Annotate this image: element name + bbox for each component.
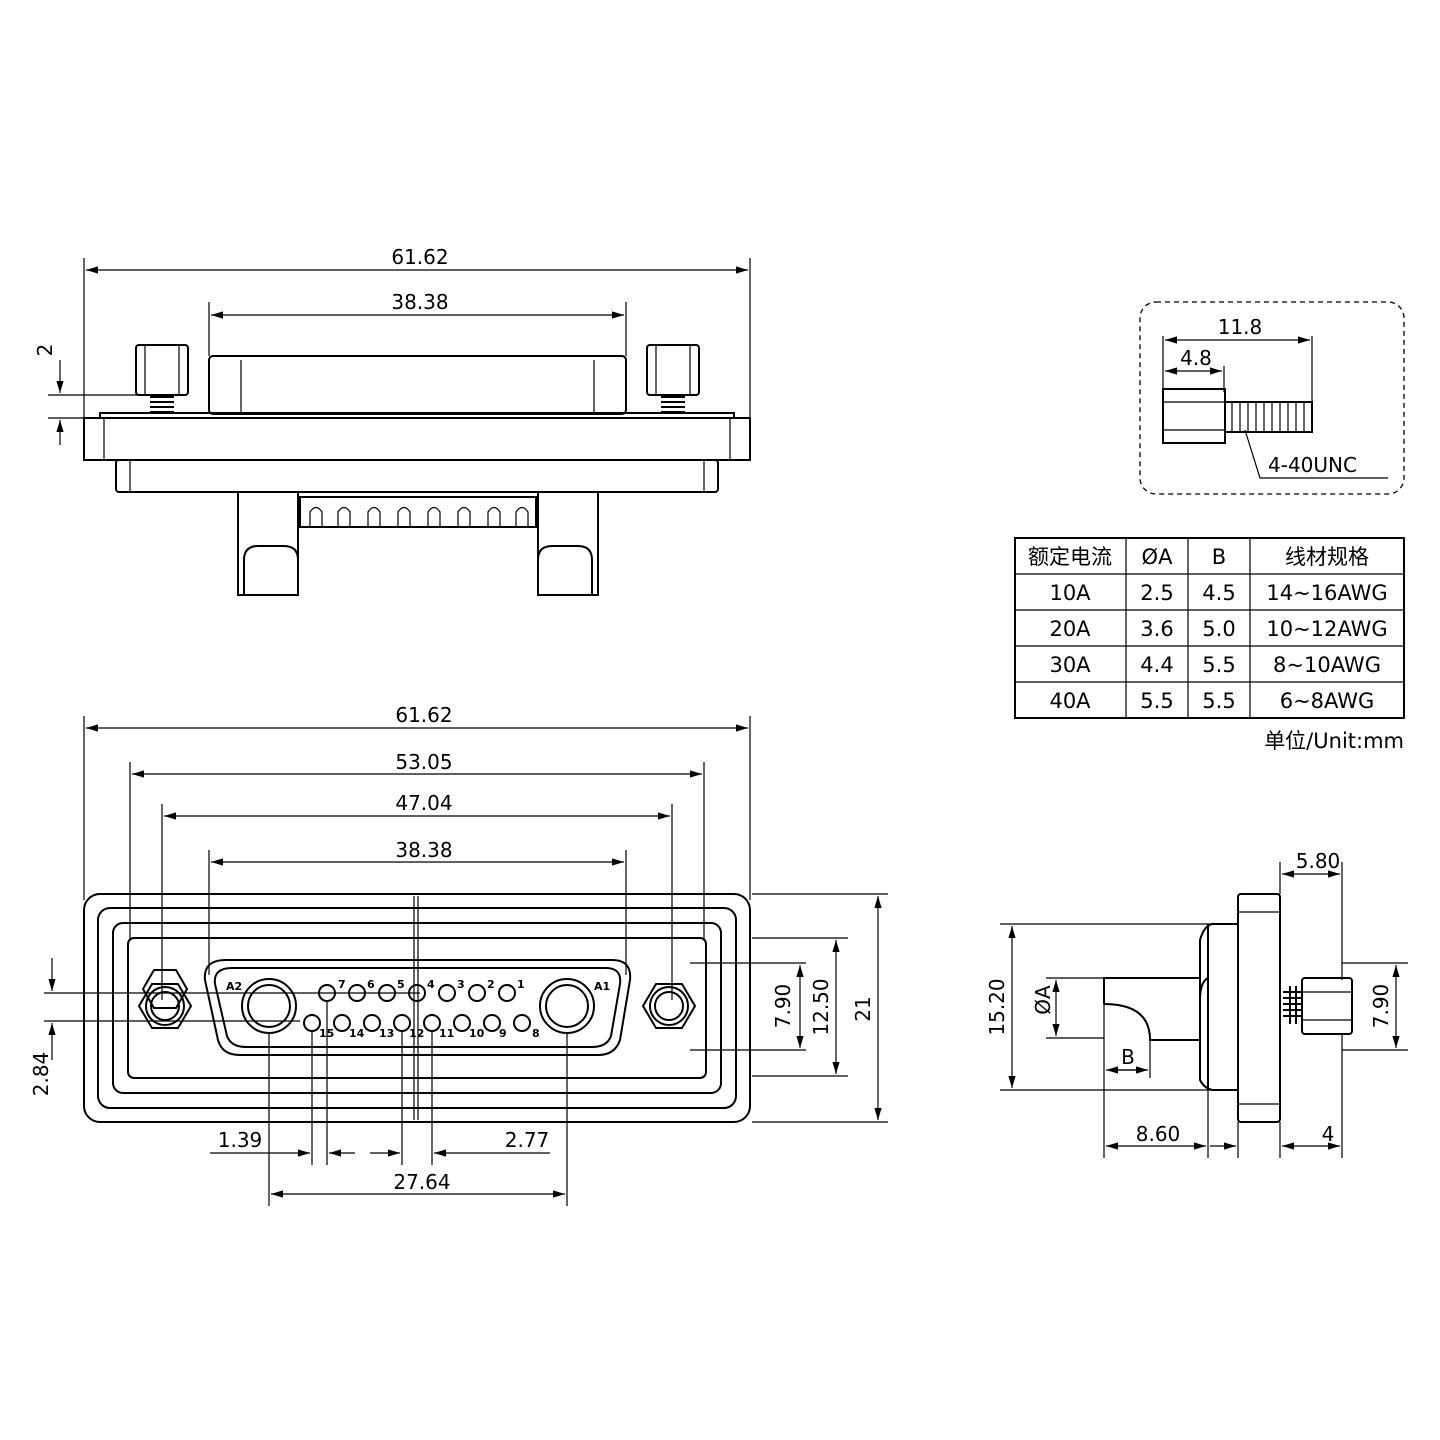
dim-15-20: 15.20 (985, 978, 1009, 1035)
pin-label: 11 (439, 1027, 454, 1040)
pin-label-a2: A2 (226, 980, 242, 993)
dim-b: B (1121, 1045, 1135, 1069)
dim-2-84: 2.84 (29, 1052, 53, 1097)
pin-label: 2 (487, 978, 495, 991)
side-view: 5.80 15.20 ØA 7.90 B 8.60 4 (985, 849, 1408, 1158)
table-cell: 5.5 (1140, 689, 1173, 713)
unit-note: 单位/Unit:mm (1264, 729, 1404, 753)
table-cell: 10A (1049, 581, 1091, 605)
dim-38-38-front: 38.38 (395, 838, 452, 862)
top-view: 61.62 38.38 2 (33, 245, 751, 596)
table-cell: 4.4 (1140, 653, 1173, 677)
table-cell: 20A (1049, 617, 1091, 641)
pin-label-a1: A1 (594, 980, 610, 993)
dim-53-05: 53.05 (395, 750, 452, 774)
dim-8-60: 8.60 (1136, 1122, 1181, 1146)
dim-61-62-top: 61.62 (391, 245, 448, 269)
dim-27-64: 27.64 (393, 1170, 450, 1194)
pin-label: 8 (532, 1027, 540, 1040)
dim-4-8: 4.8 (1180, 346, 1212, 370)
pin-label: 9 (499, 1027, 507, 1040)
pin-label: 6 (367, 978, 375, 991)
pin-label: 3 (457, 978, 465, 991)
table-cell: 8~10AWG (1273, 653, 1381, 677)
table-header-b: B (1212, 545, 1226, 569)
table-cell: 30A (1049, 653, 1091, 677)
dim-12-50: 12.50 (809, 978, 833, 1035)
front-view: 61.62 53.05 47.04 38.38 A2 A1 (29, 703, 888, 1206)
table-cell: 3.6 (1140, 617, 1173, 641)
dim-7-90-front: 7.90 (771, 984, 795, 1029)
table-cell: 4.5 (1202, 581, 1235, 605)
screw-detail: 11.8 4.8 4-40UNC (1139, 301, 1405, 495)
pin-label: 12 (409, 1027, 424, 1040)
dim-5-80: 5.80 (1296, 849, 1341, 873)
table-cell: 14~16AWG (1266, 581, 1387, 605)
dim-61-62-front: 61.62 (395, 703, 452, 727)
dim-21: 21 (851, 996, 875, 1021)
table-cell: 5.5 (1202, 653, 1235, 677)
dim-2-top: 2 (33, 344, 57, 357)
table-cell: 5.5 (1202, 689, 1235, 713)
thread-label: 4-40UNC (1268, 453, 1357, 477)
pin-label: 10 (469, 1027, 485, 1040)
dim-38-38-top: 38.38 (391, 290, 448, 314)
table-header-wire: 线材规格 (1285, 545, 1369, 569)
dim-1-39: 1.39 (218, 1128, 263, 1152)
table-cell: 6~8AWG (1280, 689, 1375, 713)
dim-47-04: 47.04 (395, 791, 452, 815)
table-cell: 2.5 (1140, 581, 1173, 605)
dim-11-8: 11.8 (1218, 315, 1263, 339)
spec-table: 额定电流 ØA B 线材规格 10A 2.5 4.5 14~16AWG 20A … (1014, 537, 1405, 753)
pin-label: 4 (427, 978, 435, 991)
table-cell: 10~12AWG (1266, 617, 1387, 641)
table-header-phia: ØA (1142, 545, 1174, 569)
table-cell: 40A (1049, 689, 1091, 713)
pin-label: 14 (349, 1027, 365, 1040)
table-cell: 5.0 (1202, 617, 1235, 641)
pin-label: 1 (517, 978, 525, 991)
dim-phi-a: ØA (1031, 985, 1055, 1015)
pin-label: 7 (338, 978, 346, 991)
dim-2-77: 2.77 (505, 1128, 550, 1152)
dim-7-90-side: 7.90 (1369, 984, 1393, 1029)
dim-4-side: 4 (1322, 1122, 1335, 1146)
pin-label: 5 (397, 978, 405, 991)
pin-label: 13 (379, 1027, 394, 1040)
table-header-current: 额定电流 (1028, 545, 1112, 569)
